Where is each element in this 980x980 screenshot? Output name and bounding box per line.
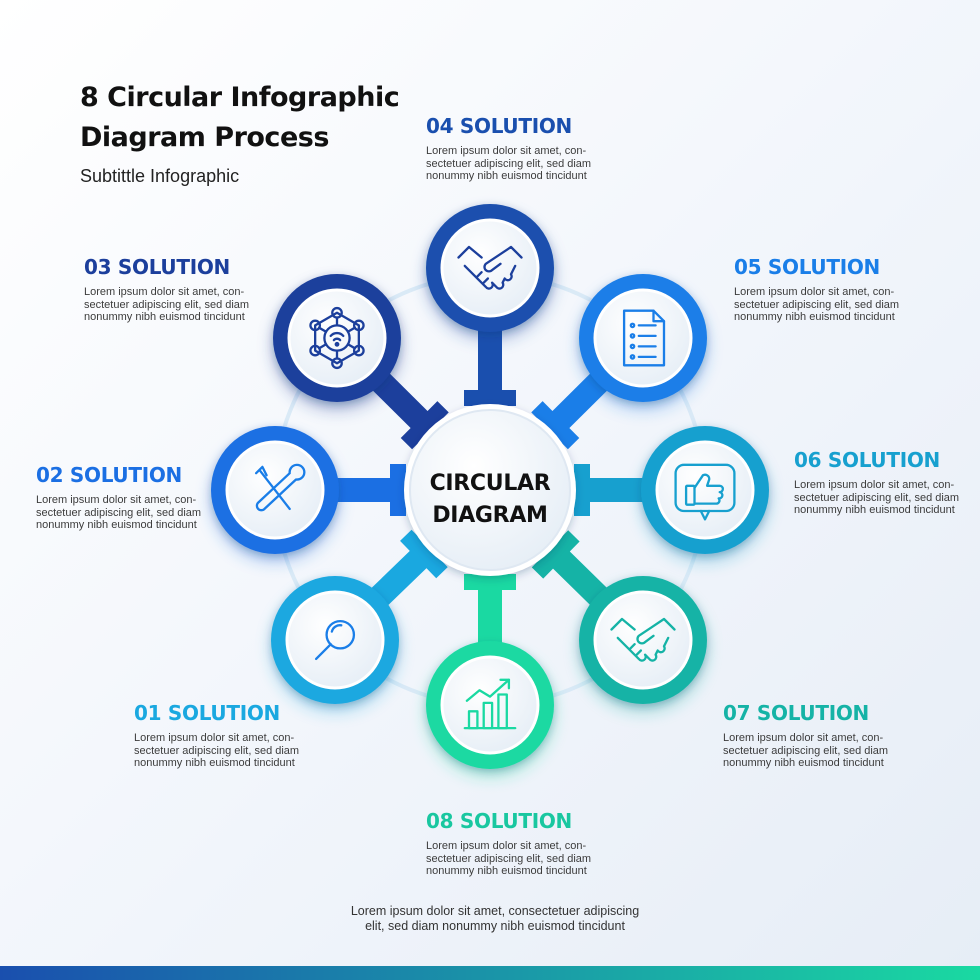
solution-06-block: 06 SOLUTION Lorem ipsum dolor sit amet, … bbox=[794, 447, 974, 517]
solution-06-title: 06 SOLUTION bbox=[794, 448, 940, 472]
node-inner-disc bbox=[593, 590, 693, 690]
bottom-gradient-bar bbox=[0, 966, 980, 980]
node-inner-disc bbox=[440, 218, 540, 318]
wrench-screwdriver-icon bbox=[254, 463, 306, 512]
solution-08-block: 08 SOLUTION Lorem ipsum dolor sit amet, … bbox=[426, 808, 606, 878]
solution-02-description: Lorem ipsum dolor sit amet, con- sectetu… bbox=[36, 494, 216, 532]
solution-node-02 bbox=[211, 426, 406, 562]
solution-03-description: Lorem ipsum dolor sit amet, con- sectetu… bbox=[84, 286, 264, 324]
solution-06-description: Lorem ipsum dolor sit amet, con- sectetu… bbox=[794, 479, 974, 517]
solution-01-desc-line: sectetuer adipiscing elit, sed diam bbox=[134, 744, 300, 757]
network-hub-icon bbox=[309, 306, 365, 370]
solution-05-title: 05 SOLUTION bbox=[734, 255, 880, 279]
solution-03-desc-line: Lorem ipsum dolor sit amet, con- bbox=[84, 286, 245, 298]
solution-02-desc-line: Lorem ipsum dolor sit amet, con- bbox=[36, 494, 197, 506]
center-hub bbox=[404, 404, 576, 576]
connector-cap bbox=[531, 530, 580, 579]
footer-line-1: Lorem ipsum dolor sit amet, consectetuer… bbox=[350, 904, 640, 918]
handshake-icon bbox=[457, 245, 523, 290]
solution-node-03 bbox=[273, 274, 449, 450]
solution-03-block: 03 SOLUTION Lorem ipsum dolor sit amet, … bbox=[84, 254, 264, 324]
magnifier-icon bbox=[314, 619, 356, 661]
solution-06-desc-line: Lorem ipsum dolor sit amet, con- bbox=[794, 479, 955, 491]
solution-node-08 bbox=[426, 574, 554, 777]
solution-node-01 bbox=[271, 529, 448, 712]
center-label-line-1: CIRCULAR bbox=[429, 471, 551, 496]
document-list-icon bbox=[622, 309, 666, 367]
solution-01-title: 01 SOLUTION bbox=[134, 701, 280, 725]
solution-05-description: Lorem ipsum dolor sit amet, con- sectetu… bbox=[734, 286, 914, 324]
connector-stem bbox=[546, 368, 612, 434]
page-subtitle: Subtittle Infographic bbox=[80, 166, 240, 186]
title-line-2: Diagram Process bbox=[80, 122, 329, 153]
solution-01-desc-line: nonummy nibh euismod tincidunt bbox=[134, 757, 295, 769]
solution-07-desc-line: sectetuer adipiscing elit, sed diam bbox=[723, 744, 889, 757]
solution-04-block: 04 SOLUTION Lorem ipsum dolor sit amet, … bbox=[426, 113, 606, 183]
solution-01-block: 01 SOLUTION Lorem ipsum dolor sit amet, … bbox=[134, 700, 314, 770]
solution-06-desc-line: sectetuer adipiscing elit, sed diam bbox=[794, 491, 960, 504]
solution-07-desc-line: Lorem ipsum dolor sit amet, con- bbox=[723, 732, 884, 744]
solution-03-desc-line: sectetuer adipiscing elit, sed diam bbox=[84, 298, 250, 311]
center-label-line-2: DIAGRAM bbox=[432, 503, 548, 528]
solution-02-block: 02 SOLUTION Lorem ipsum dolor sit amet, … bbox=[36, 462, 216, 532]
node-inner-disc bbox=[285, 590, 385, 690]
solution-03-title: 03 SOLUTION bbox=[84, 255, 230, 279]
solution-05-desc-line: sectetuer adipiscing elit, sed diam bbox=[734, 298, 900, 311]
solution-05-block: 05 SOLUTION Lorem ipsum dolor sit amet, … bbox=[734, 254, 914, 324]
solution-01-desc-line: Lorem ipsum dolor sit amet, con- bbox=[134, 732, 295, 744]
solution-04-title: 04 SOLUTION bbox=[426, 114, 572, 138]
solution-05-desc-line: Lorem ipsum dolor sit amet, con- bbox=[734, 286, 895, 298]
title-line-1: 8 Circular Infographic bbox=[80, 82, 400, 113]
solution-02-desc-line: nonummy nibh euismod tincidunt bbox=[36, 519, 197, 531]
page-title: 8 Circular Infographic Diagram Process bbox=[80, 78, 410, 158]
solution-01-description: Lorem ipsum dolor sit amet, con- sectetu… bbox=[134, 732, 314, 770]
solution-05-desc-line: nonummy nibh euismod tincidunt bbox=[734, 311, 895, 323]
connector-stem bbox=[366, 545, 433, 610]
solution-04-desc-line: nonummy nibh euismod tincidunt bbox=[426, 170, 587, 182]
solution-node-04 bbox=[426, 204, 554, 406]
solution-node-07 bbox=[531, 530, 707, 712]
solution-07-description: Lorem ipsum dolor sit amet, con- sectetu… bbox=[723, 732, 903, 770]
connector-cap bbox=[531, 401, 580, 450]
connector-cap bbox=[400, 401, 449, 450]
solution-07-title: 07 SOLUTION bbox=[723, 701, 869, 725]
solution-03-desc-line: nonummy nibh euismod tincidunt bbox=[84, 311, 245, 323]
footer-text: Lorem ipsum dolor sit amet, consectetuer… bbox=[340, 904, 650, 934]
node-inner-disc bbox=[593, 288, 693, 388]
solution-08-title: 08 SOLUTION bbox=[426, 809, 572, 833]
connector-stem bbox=[547, 545, 612, 610]
connector-stem bbox=[368, 368, 434, 434]
footer-line-2: elit, sed diam nonummy nibh euismod tinc… bbox=[365, 919, 625, 933]
solution-07-block: 07 SOLUTION Lorem ipsum dolor sit amet, … bbox=[723, 700, 903, 770]
thumbs-up-icon bbox=[674, 463, 736, 521]
solution-04-desc-line: Lorem ipsum dolor sit amet, con- bbox=[426, 145, 587, 157]
solution-02-title: 02 SOLUTION bbox=[36, 463, 182, 487]
solution-node-06 bbox=[574, 426, 769, 562]
solution-07-desc-line: nonummy nibh euismod tincidunt bbox=[723, 757, 884, 769]
solution-node-05 bbox=[531, 274, 707, 450]
handshake-icon bbox=[610, 617, 676, 662]
growth-chart-icon bbox=[463, 678, 517, 730]
center-label: CIRCULAR DIAGRAM bbox=[410, 420, 570, 580]
solution-04-description: Lorem ipsum dolor sit amet, con- sectetu… bbox=[426, 145, 606, 183]
solution-06-desc-line: nonummy nibh euismod tincidunt bbox=[794, 504, 955, 516]
solution-08-desc-line: nonummy nibh euismod tincidunt bbox=[426, 865, 587, 877]
solution-02-desc-line: sectetuer adipiscing elit, sed diam bbox=[36, 506, 202, 519]
solution-08-description: Lorem ipsum dolor sit amet, con- sectetu… bbox=[426, 840, 606, 878]
node-inner-disc bbox=[440, 655, 540, 755]
connector-cap bbox=[400, 529, 448, 579]
solution-08-desc-line: sectetuer adipiscing elit, sed diam bbox=[426, 852, 592, 865]
solution-08-desc-line: Lorem ipsum dolor sit amet, con- bbox=[426, 840, 587, 852]
node-inner-disc bbox=[655, 440, 755, 540]
solution-04-desc-line: sectetuer adipiscing elit, sed diam bbox=[426, 157, 592, 170]
